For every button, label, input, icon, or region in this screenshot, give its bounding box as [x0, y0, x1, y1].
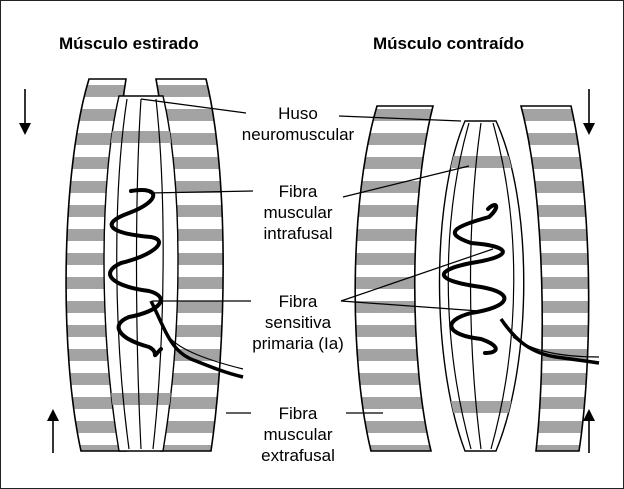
- label-extrafusal-fiber: Fibra muscular extrafusal: [233, 403, 363, 466]
- stretched-muscle: [19, 79, 243, 453]
- title-contracted-muscle: Músculo contraído: [373, 34, 524, 54]
- label-line: intrafusal: [233, 223, 363, 244]
- extrafusal-fiber-right-inner: [521, 106, 589, 451]
- title-stretched-muscle: Músculo estirado: [59, 34, 199, 54]
- label-muscle-spindle: Huso neuromuscular: [233, 103, 363, 145]
- label-line: muscular: [233, 424, 363, 445]
- arrowhead-down-left: [19, 123, 31, 135]
- spindle-pole-band-left-bottom: [101, 393, 181, 405]
- arrowhead-down-right: [583, 123, 595, 135]
- label-line: Huso: [233, 103, 363, 124]
- extrafusal-fiber-right-outer: [355, 106, 433, 451]
- label-line: muscular: [233, 202, 363, 223]
- label-intrafusal-fiber: Fibra muscular intrafusal: [233, 181, 363, 244]
- label-line: extrafusal: [233, 445, 363, 466]
- label-line: neuromuscular: [233, 124, 363, 145]
- label-line: Fibra: [233, 403, 363, 424]
- label-line: primaria (Ia): [233, 333, 363, 354]
- arrowhead-up-left: [47, 409, 59, 421]
- contracted-muscle: [355, 89, 599, 453]
- label-line: Fibra: [233, 181, 363, 202]
- label-line: sensitiva: [233, 312, 363, 333]
- spindle-pole-band-right-top: [431, 156, 541, 168]
- label-line: Fibra: [233, 291, 363, 312]
- label-sensory-fiber: Fibra sensitiva primaria (Ia): [233, 291, 363, 354]
- spindle-pole-band-left-top: [101, 131, 181, 143]
- spindle-pole-band-right-bottom: [431, 401, 541, 413]
